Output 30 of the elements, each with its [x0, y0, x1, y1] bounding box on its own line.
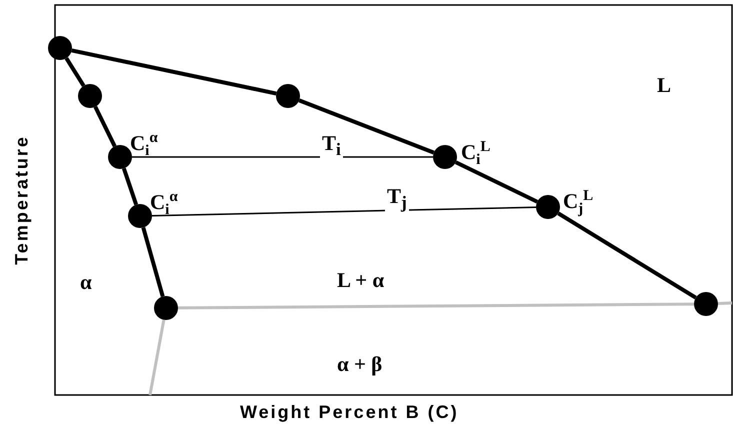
phase-boundary-line	[557, 212, 697, 300]
phase-boundary-line	[141, 227, 165, 297]
data-point	[128, 204, 152, 228]
region-label: α + β	[337, 354, 382, 375]
phase-boundary-line	[454, 160, 538, 204]
data-point	[694, 292, 718, 316]
region-label: L + α	[337, 270, 384, 291]
temperature-label: T$_{i}$	[320, 133, 343, 159]
phase-boundary-line	[64, 57, 86, 87]
data-point	[78, 84, 102, 108]
phase-boundary-line	[718, 302, 732, 306]
phase-boundary-line	[71, 48, 277, 96]
region-label: α	[80, 272, 92, 293]
tie-line	[132, 156, 433, 158]
axis-title: Weight Percent B (C)	[240, 402, 459, 423]
data-point	[433, 145, 457, 169]
phase-boundary-line	[148, 320, 166, 396]
phase-boundary-line	[178, 302, 694, 310]
data-point	[536, 195, 560, 219]
phase-boundary-line	[298, 98, 435, 155]
data-point	[154, 296, 178, 320]
data-point	[276, 84, 300, 108]
tie-line	[152, 206, 536, 216]
phase-boundary-line	[122, 168, 138, 206]
data-point	[108, 145, 132, 169]
region-label: L	[657, 75, 672, 96]
axis-title: Temperature	[12, 135, 32, 265]
phase-boundary-line	[94, 106, 116, 148]
data-point	[48, 36, 72, 60]
temperature-label: T$_{j}$	[385, 186, 409, 212]
